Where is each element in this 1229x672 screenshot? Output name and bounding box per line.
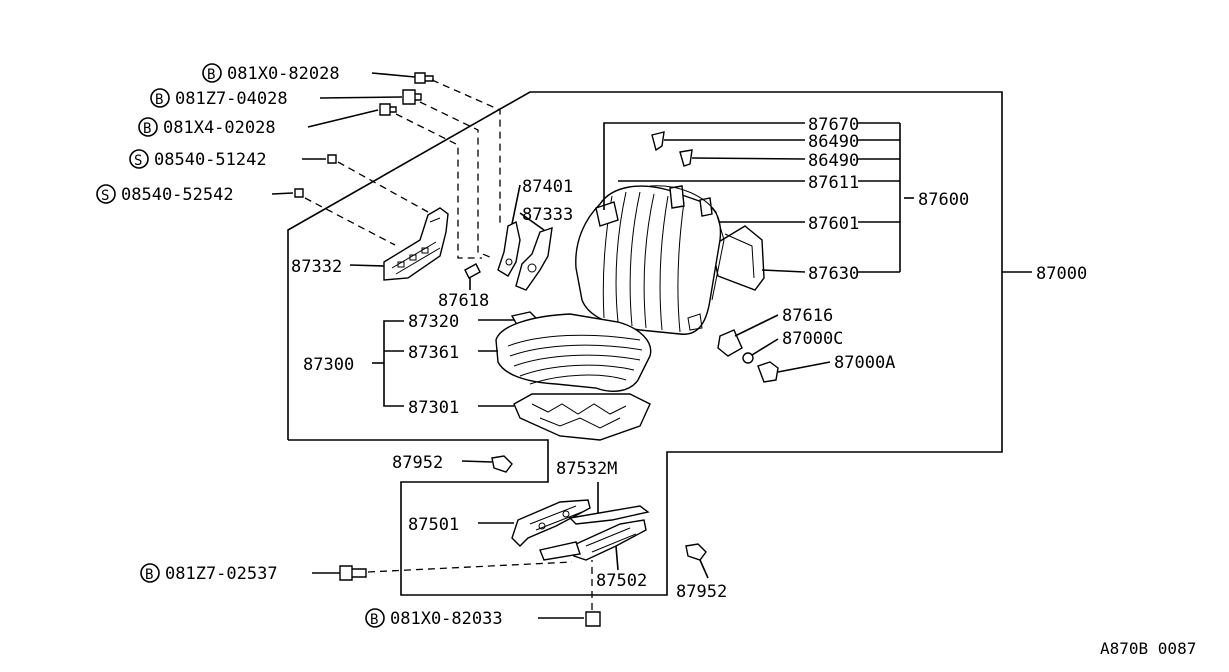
- bolt-081x4-02028-group: B 081X4-02028: [138, 103, 482, 259]
- part-87000c-washer: 87000C: [742, 329, 843, 364]
- label-08540-51242: 08540-51242: [154, 150, 267, 170]
- bolt-marker-letter: B: [143, 121, 151, 137]
- label-87670: 87670: [808, 115, 859, 135]
- bolt-081x0-82033-group: B 081X0-82033: [365, 560, 601, 629]
- bolt-marker-letter: B: [207, 67, 215, 83]
- label-87361: 87361: [408, 343, 459, 363]
- bolt-marker-letter: B: [145, 567, 153, 583]
- part-87333-hinge-plate: 87333: [515, 205, 573, 291]
- part-87361-seat-cushion: [495, 311, 652, 392]
- part-86490-clip-b: [679, 149, 693, 167]
- label-87401: 87401: [522, 177, 573, 197]
- assembly-outline-87000: [287, 91, 1003, 596]
- label-87601: 87601: [808, 214, 859, 234]
- label-081z7-04028: 081Z7-04028: [175, 89, 288, 109]
- part-86490-clip-a: [651, 131, 665, 152]
- label-87611: 87611: [808, 173, 859, 193]
- bolt-icon: [414, 72, 434, 84]
- part-87301-seat-pan: [513, 393, 651, 441]
- part-87332-side-cover: 87332: [291, 207, 449, 281]
- bolt-marker-icon: [202, 63, 222, 83]
- label-86490-a: 86490: [808, 132, 859, 152]
- label-87952-a: 87952: [392, 453, 443, 473]
- bolt-icon: [379, 103, 397, 116]
- screw-marker-letter: S: [101, 188, 109, 204]
- bolt-081z7-04028-group: B 081Z7-04028: [150, 88, 493, 259]
- bolt-icon: [402, 89, 422, 105]
- label-081x4-02028: 081X4-02028: [163, 118, 276, 138]
- screw-icon: [294, 188, 304, 198]
- label-87300: 87300: [303, 355, 354, 375]
- part-87502-seat-rail-right: 87502: [539, 505, 650, 591]
- label-87502: 87502: [596, 571, 647, 591]
- bolt-icon: [585, 611, 601, 627]
- part-87952-cap-a: 87952: [392, 453, 513, 473]
- bolt-icon: [339, 565, 367, 581]
- bolt-marker-letter: B: [155, 92, 163, 108]
- label-87501: 87501: [408, 515, 459, 535]
- label-081x0-82028: 081X0-82028: [227, 64, 340, 84]
- part-87601-seat-back: [575, 185, 765, 335]
- bolt-marker-icon: [150, 88, 170, 108]
- label-87618: 87618: [438, 291, 489, 311]
- label-87630: 87630: [808, 264, 859, 284]
- label-081x0-82033: 081X0-82033: [390, 609, 503, 629]
- screw-marker-icon: [129, 149, 149, 169]
- headrest-bracket-icon: [595, 201, 619, 227]
- screw-08540-52542-group: S 08540-52542: [96, 184, 396, 246]
- bolt-marker-letter: B: [370, 612, 378, 628]
- part-87501-seat-rail-left: 87501: [408, 499, 591, 547]
- label-08540-52542: 08540-52542: [121, 185, 234, 205]
- screw-marker-icon: [96, 184, 116, 204]
- screw-icon: [327, 154, 337, 164]
- part-87616-hinge-cover: 87616: [717, 306, 833, 357]
- screw-08540-51242-group: S 08540-51242: [129, 149, 429, 213]
- part-87000a-bolt: 87000A: [757, 353, 895, 383]
- bolt-marker-icon: [365, 608, 385, 628]
- label-87000c: 87000C: [782, 329, 843, 349]
- part-87618-clip: 87618: [438, 263, 489, 311]
- part-87401-hinge-lever: 87401: [497, 177, 573, 277]
- bolt-081z7-02537-group: B 081Z7-02537: [140, 561, 573, 584]
- label-87532m: 87532M: [556, 459, 617, 479]
- label-081z7-02537: 081Z7-02537: [165, 564, 278, 584]
- label-87616: 87616: [782, 306, 833, 326]
- label-87320: 87320: [408, 312, 459, 332]
- label-87600: 87600: [918, 190, 969, 210]
- label-87332: 87332: [291, 257, 342, 277]
- part-87952-cap-b: 87952: [676, 543, 727, 602]
- label-87333: 87333: [522, 205, 573, 225]
- label-tree-87600: 87670 86490 86490 87611 87601 87630 8760…: [603, 115, 969, 284]
- label-87301: 87301: [408, 398, 459, 418]
- label-87000a: 87000A: [834, 353, 895, 373]
- label-87000: 87000: [1036, 264, 1087, 284]
- bolt-081x0-82028-group: B 081X0-82028: [202, 63, 501, 225]
- bolt-marker-icon: [140, 563, 160, 583]
- bolt-marker-icon: [138, 117, 158, 137]
- label-87952-b: 87952: [676, 582, 727, 602]
- screw-marker-letter: S: [134, 153, 142, 169]
- drawing-code: A870B 0087: [1100, 639, 1196, 658]
- label-86490-b: 86490: [808, 151, 859, 171]
- label-tree-87300: 87320 87361 87301 87300: [303, 312, 514, 418]
